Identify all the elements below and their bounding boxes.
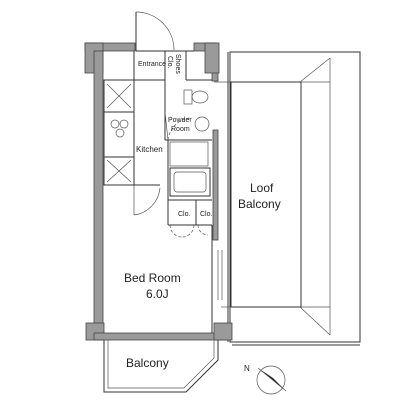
- loof-balcony: [214, 51, 361, 343]
- closet-right-label: Clo.: [200, 211, 213, 218]
- fixtures: [169, 89, 210, 167]
- balcony-label: Balcony: [126, 356, 169, 370]
- entrance-label: Entrance: [138, 61, 166, 68]
- sink-icon: [194, 116, 210, 132]
- loof-balcony-label-line2: Balcony: [238, 197, 281, 211]
- bedroom-name-label: Bed Room: [124, 271, 181, 285]
- room-labels: Entrance Shoes Clo. Powder Room Kitchen …: [124, 54, 281, 370]
- compass-north-label: N: [244, 364, 250, 373]
- powder-room-label-line1: Powder: [168, 117, 192, 124]
- loof-balcony-label-line1: Loof: [250, 181, 274, 195]
- bedroom-size-label: 6.0J: [146, 287, 169, 301]
- toilet-icon: [191, 90, 209, 104]
- closet-left-label: Clo.: [178, 211, 191, 218]
- shoes-closet-label-line1: Shoes: [174, 54, 181, 74]
- powder-room-label-line2: Room: [171, 126, 190, 133]
- kitchen-label: Kitchen: [136, 145, 163, 154]
- outer-walls: [84, 42, 233, 341]
- north-compass: N: [244, 364, 287, 395]
- shoes-closet-label-line2: Clo.: [166, 56, 173, 69]
- balcony-bottom: [103, 340, 360, 393]
- entrance-door: [135, 11, 194, 52]
- interior-partitions: [103, 51, 223, 333]
